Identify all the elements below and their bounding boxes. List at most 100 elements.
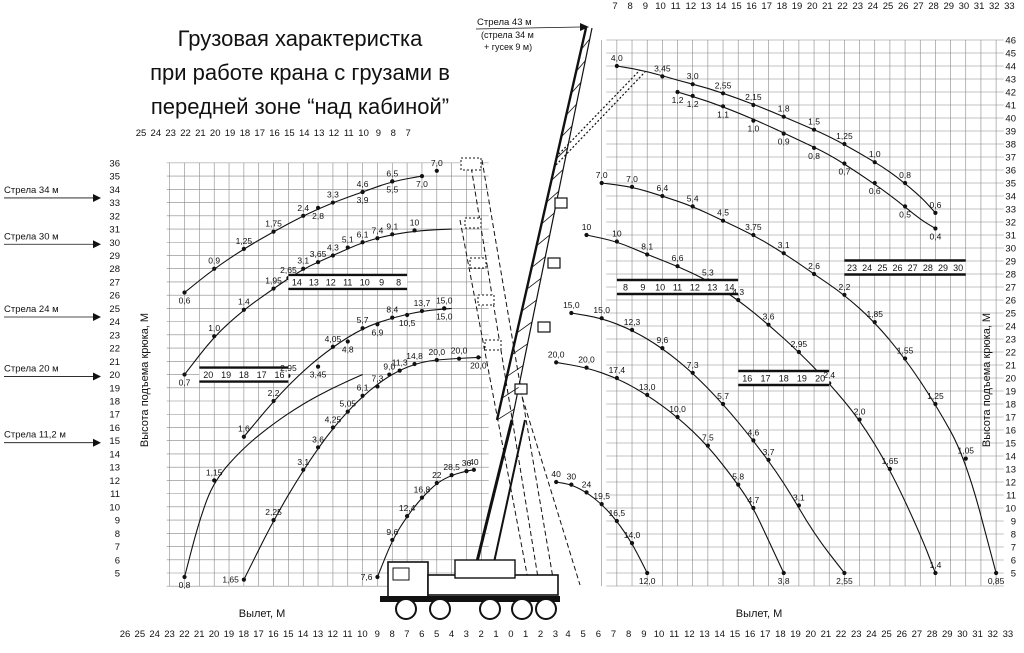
load-point xyxy=(271,517,276,523)
load-value-label: 1,25 xyxy=(836,131,853,141)
x-tick-label: 20 xyxy=(209,629,220,640)
crane-part xyxy=(477,294,495,306)
top-tick-label: 11 xyxy=(344,128,354,139)
load-point xyxy=(345,339,350,344)
load-value-label: 9,6 xyxy=(656,335,668,345)
load-point xyxy=(614,239,619,244)
y-tick-label: 7 xyxy=(115,542,120,553)
x-tick-label: 5 xyxy=(581,629,586,640)
top-tick-label: 27 xyxy=(913,1,924,12)
x-tick-label: 6 xyxy=(596,629,601,640)
boom-lattice xyxy=(560,125,573,138)
title-block: Грузовая характеристка при работе крана … xyxy=(135,22,465,124)
load-value-label: 1,65 xyxy=(882,456,899,466)
top-tick-label: 9 xyxy=(376,128,381,139)
load-point xyxy=(212,266,217,271)
load-point xyxy=(720,104,726,109)
load-point xyxy=(315,364,321,369)
load-point xyxy=(675,89,680,95)
crane-part xyxy=(469,159,541,591)
load-point xyxy=(690,204,695,209)
load-value-label: 1,0 xyxy=(208,323,220,333)
crane-part xyxy=(392,567,410,581)
y-tick-label: 34 xyxy=(109,185,120,196)
load-point xyxy=(629,541,635,546)
load-value-label: 1,0 xyxy=(869,149,881,159)
top-tick-label: 25 xyxy=(136,128,147,139)
load-value-label: 12,4 xyxy=(399,503,416,513)
x-tick-label: 25 xyxy=(881,629,892,640)
y-tick-label: 9 xyxy=(115,516,120,527)
load-point xyxy=(212,334,217,339)
length-bar-cell: 8 xyxy=(623,283,628,293)
load-point xyxy=(811,271,817,277)
load-value-label: 0,4 xyxy=(930,232,942,242)
load-point xyxy=(629,327,635,332)
load-value-label: 5,1 xyxy=(342,235,354,245)
title-line-2: при работе крана с грузами в xyxy=(150,60,450,85)
x-tick-label: 19 xyxy=(790,629,801,640)
length-bar-cell: 19 xyxy=(797,374,807,384)
x-tick-label: 17 xyxy=(760,629,771,640)
top-tick-label: 26 xyxy=(898,1,909,12)
load-value-label: 1,75 xyxy=(265,219,282,229)
load-point xyxy=(375,322,380,327)
y-tick-label: 8 xyxy=(115,529,120,540)
y-tick-label: 28 xyxy=(109,264,120,275)
x-tick-label: 11 xyxy=(343,629,353,640)
boom-label-left: Стрела 34 м xyxy=(4,185,59,196)
load-value-label: 5,05 xyxy=(339,399,356,409)
load-point xyxy=(887,466,893,472)
load-value-label: 24 xyxy=(582,479,592,489)
load-point xyxy=(375,236,380,241)
x-tick-label: 18 xyxy=(238,629,249,640)
y-tick-label: 10 xyxy=(1005,504,1016,515)
load-value-label: 13,0 xyxy=(639,382,656,392)
y-tick-label: 37 xyxy=(1005,153,1016,164)
x-tick-label: 3 xyxy=(464,629,469,640)
boom-lattice xyxy=(556,147,568,159)
load-point xyxy=(449,472,454,478)
load-value-label: 7,0 xyxy=(596,170,608,180)
load-point xyxy=(751,505,756,511)
top-tick-label: 12 xyxy=(686,1,697,12)
boom-lattice xyxy=(506,365,524,377)
y-tick-label: 13 xyxy=(1005,465,1016,476)
load-value-label: 2,0 xyxy=(854,407,866,417)
top-tick-label: 22 xyxy=(180,128,191,139)
x-tick-label: 14 xyxy=(298,629,309,640)
y-tick-label: 18 xyxy=(1005,400,1016,411)
load-value-label: 0,7 xyxy=(179,378,191,388)
load-value-label: 20,0 xyxy=(451,346,468,356)
y-tick-label: 11 xyxy=(110,489,120,500)
load-point xyxy=(781,251,786,256)
load-value-label: 36 xyxy=(462,458,472,468)
load-value-label: 1,25 xyxy=(236,236,253,246)
boom-label-left: Стрела 24 м xyxy=(4,304,59,315)
load-point xyxy=(599,502,604,507)
load-value-label: 0,9 xyxy=(778,137,790,147)
crane-part xyxy=(469,257,487,269)
load-value-label: 10 xyxy=(582,222,592,232)
x-tick-label: 10 xyxy=(654,629,665,640)
y-axis-title-left: Высота подъема крюка, М xyxy=(139,313,151,447)
y-tick-label: 12 xyxy=(109,476,120,487)
load-value-label: 2,95 xyxy=(791,339,808,349)
y-tick-label: 45 xyxy=(1005,49,1016,60)
load-value-label: 0,6 xyxy=(930,200,942,210)
x-tick-label: 23 xyxy=(164,629,175,640)
y-tick-label: 35 xyxy=(1005,179,1016,190)
load-point xyxy=(182,574,187,580)
load-point xyxy=(569,310,574,316)
load-point xyxy=(271,229,276,234)
x-tick-label: 5 xyxy=(434,629,439,640)
x-tick-label: 29 xyxy=(942,629,953,640)
load-point xyxy=(933,210,938,215)
length-bar-cell: 19 xyxy=(221,370,231,380)
load-value-label: 10,0 xyxy=(669,404,686,414)
load-value-label: 0,8 xyxy=(808,151,820,161)
y-tick-label: 16 xyxy=(1005,426,1016,437)
length-bar-bg xyxy=(616,279,739,295)
load-curve-boom43 xyxy=(616,65,936,214)
load-point xyxy=(645,392,650,397)
